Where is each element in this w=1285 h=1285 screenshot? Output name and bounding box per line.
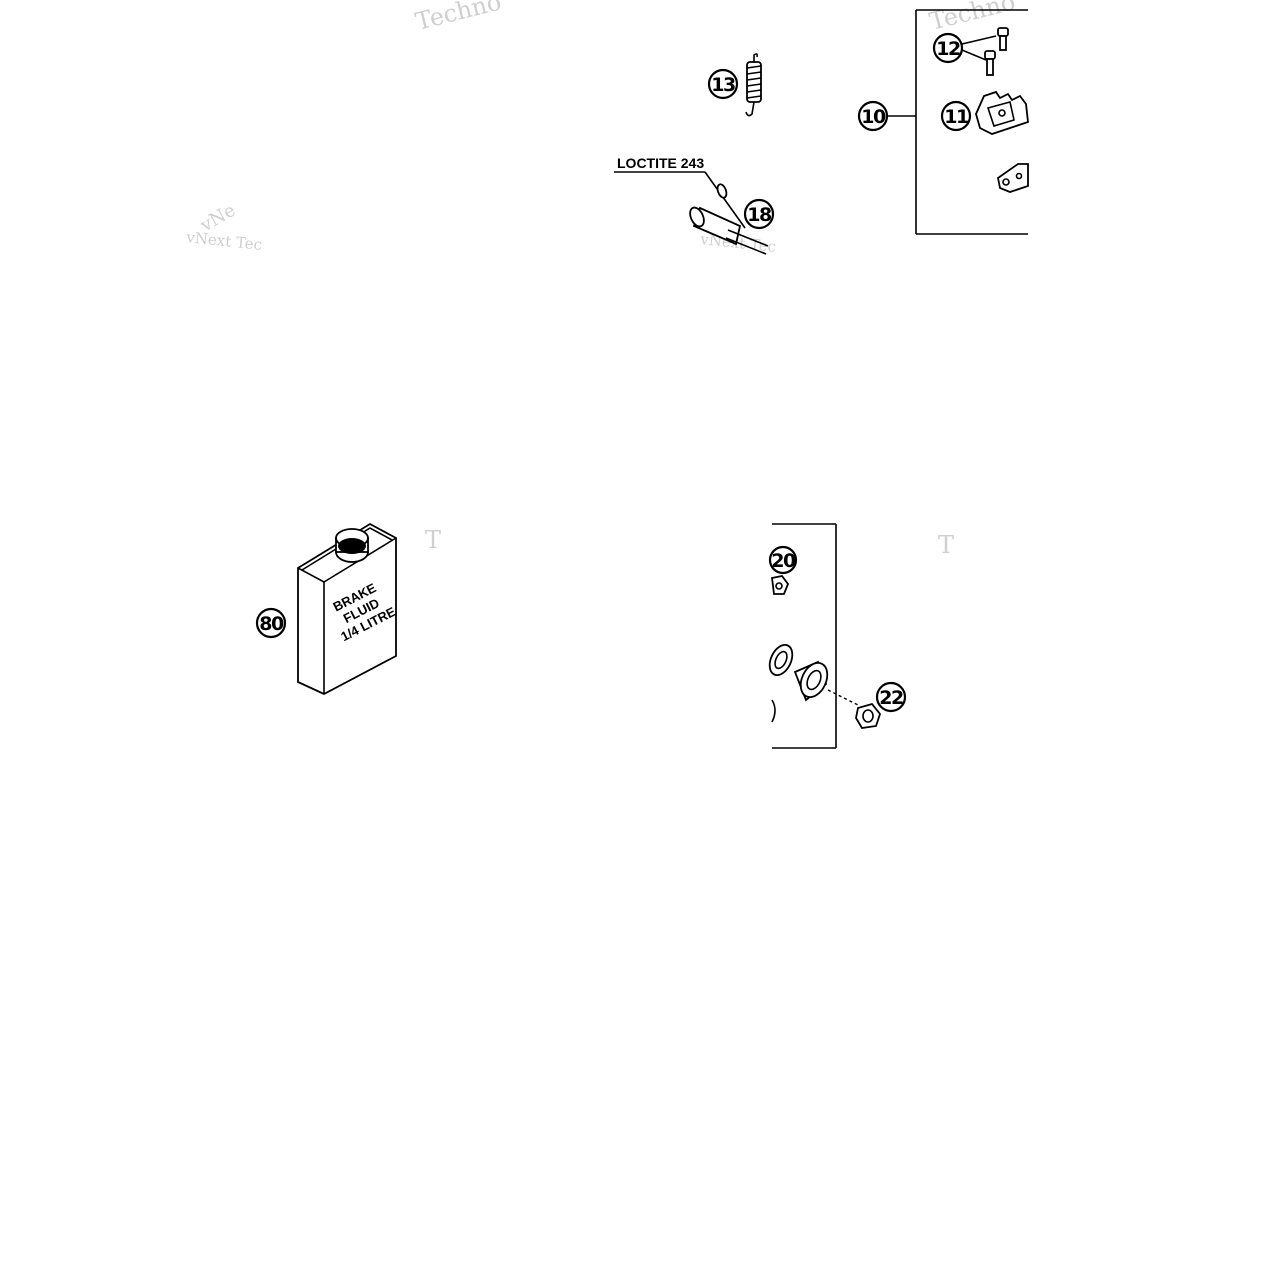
tile-mask <box>258 0 418 260</box>
group-frame-10 <box>888 9 1028 235</box>
callout-10: 10 <box>857 100 889 132</box>
loctite-leader <box>614 171 746 229</box>
callout-13: 13 <box>707 68 739 100</box>
svg-text:18: 18 <box>747 204 772 226</box>
callout-20: 20 <box>768 545 797 575</box>
callout-12: 12 <box>932 32 964 64</box>
group-frame-bearings <box>772 523 837 749</box>
callout-80: 80 <box>255 607 287 639</box>
screw-parts <box>961 27 1009 76</box>
watermark-t-2: T <box>938 531 954 559</box>
callout-22: 22 <box>875 681 907 713</box>
svg-text:20: 20 <box>771 550 796 572</box>
svg-text:80: 80 <box>259 613 284 635</box>
nut-part-22 <box>855 702 882 729</box>
spring-part <box>745 53 762 117</box>
svg-text:10: 10 <box>861 106 886 128</box>
callout-18: 18 <box>743 198 775 230</box>
svg-text:13: 13 <box>711 74 735 96</box>
watermark-t-1: T <box>425 526 441 554</box>
loctite-label: LOCTITE 243 <box>617 155 704 171</box>
pin-part <box>689 183 769 255</box>
pedal-part <box>997 163 1029 193</box>
bearing-parts <box>768 643 861 723</box>
callout-11: 11 <box>940 100 972 132</box>
svg-text:12: 12 <box>936 38 960 60</box>
brake-fluid-bottle: BRAKE FLUID 1/4 LITRE <box>297 522 398 696</box>
watermark-techno-1: Techno <box>413 0 504 36</box>
step-plate-part <box>975 90 1029 135</box>
nut-part-20 <box>771 575 790 595</box>
svg-text:22: 22 <box>879 687 903 709</box>
svg-text:11: 11 <box>944 106 968 128</box>
watermark-vnext-1: vNext Tec <box>185 228 263 254</box>
